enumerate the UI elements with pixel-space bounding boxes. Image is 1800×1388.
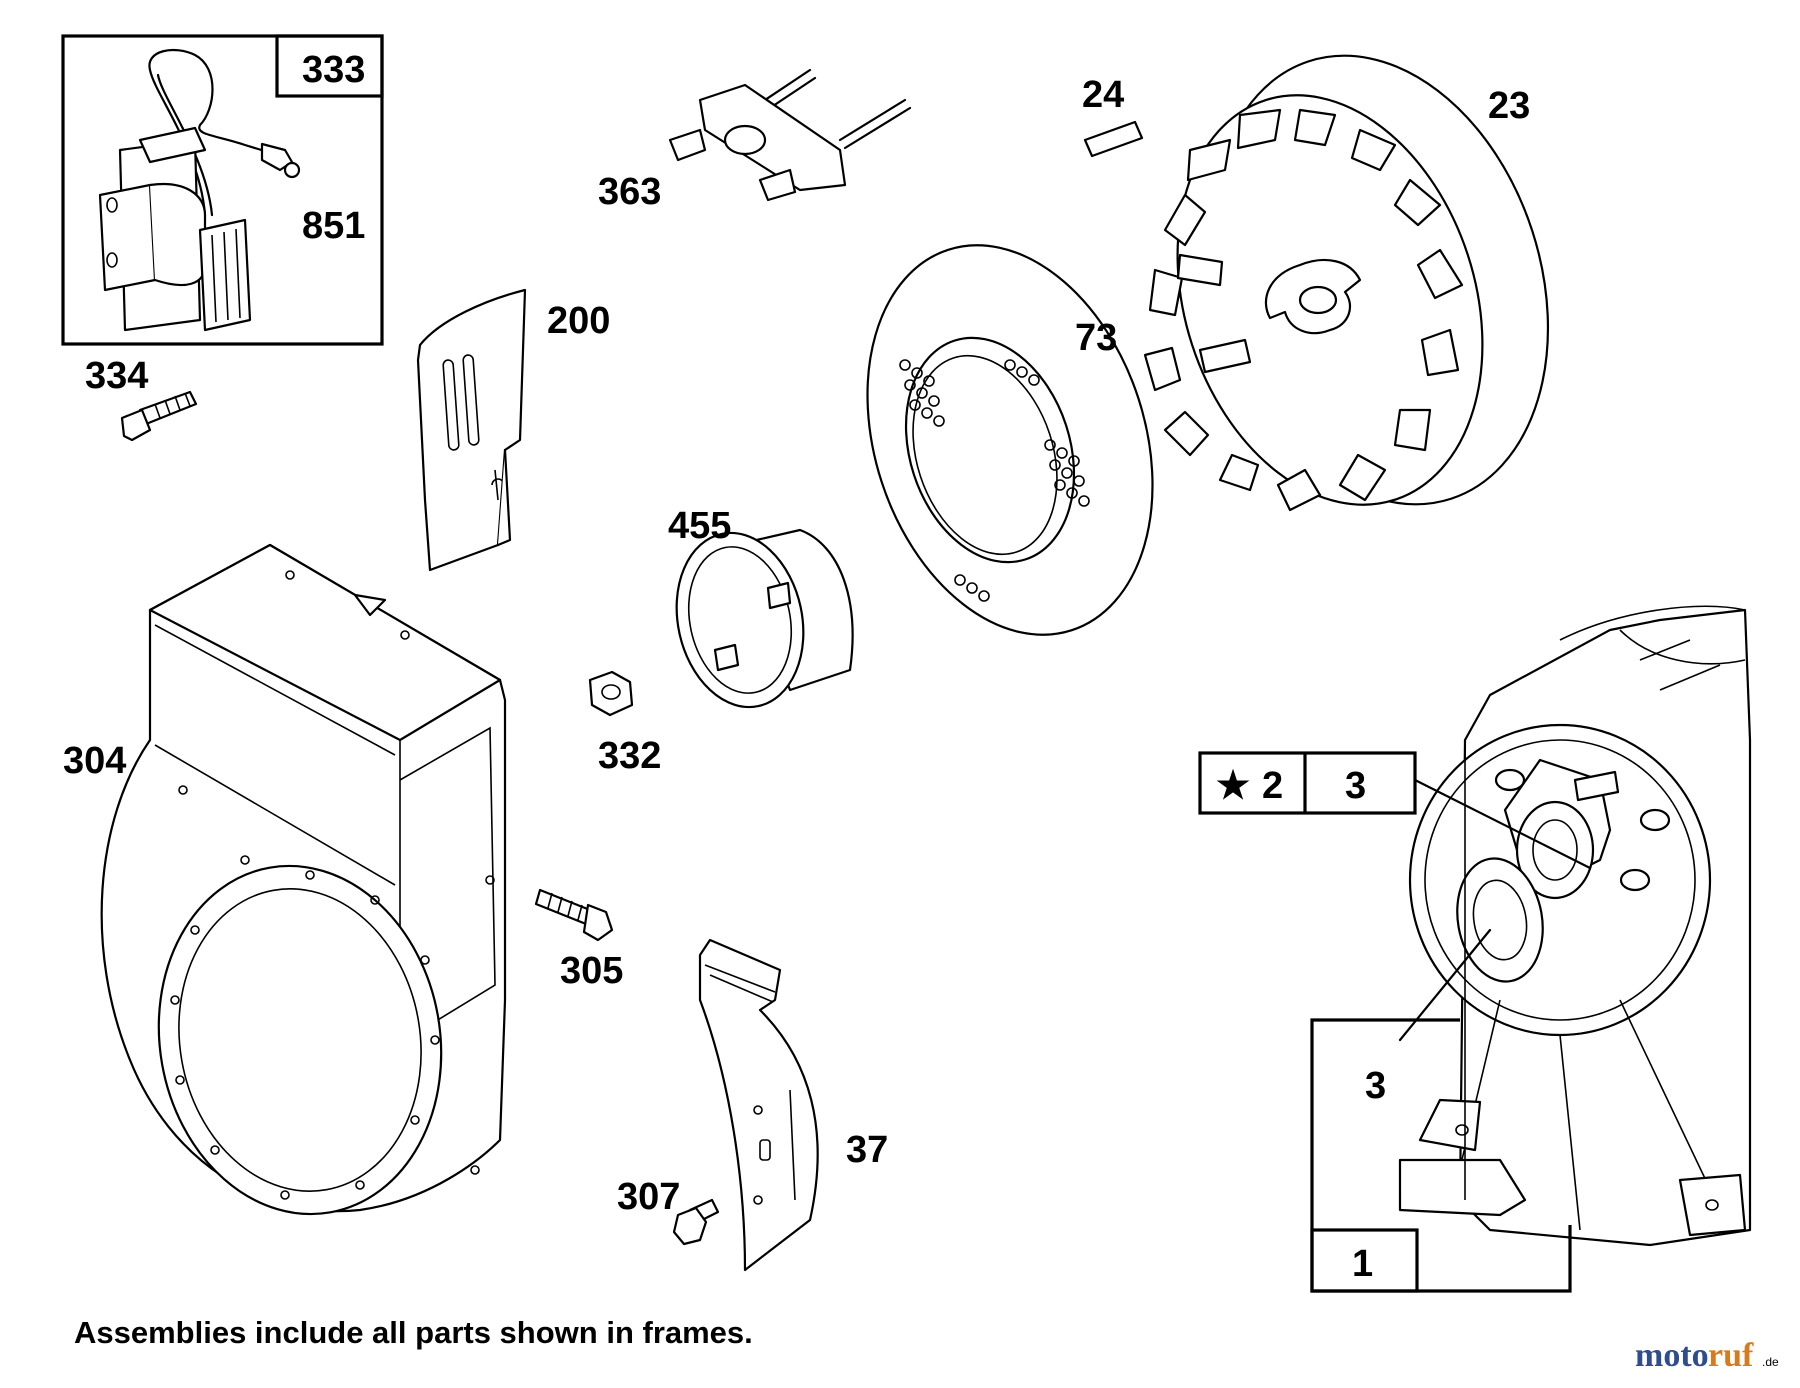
- part-label-305: 305: [560, 950, 623, 992]
- flywheel-23-drawing: [1143, 54, 1550, 512]
- part-label-455: 455: [668, 505, 731, 547]
- leader-line-ref-3: [1398, 928, 1492, 1042]
- cup-455-drawing: [675, 528, 854, 709]
- crankcase-cover-drawing: [1398, 605, 1752, 1247]
- screw-305-drawing: [534, 888, 614, 942]
- part-label-334: 334: [85, 355, 148, 397]
- ref-label-box-3: 3: [1345, 765, 1366, 807]
- watermark-tld: .de: [1762, 1355, 1779, 1369]
- screw-307-drawing: [672, 1198, 720, 1246]
- part-label-307: 307: [617, 1176, 680, 1218]
- part-label-23: 23: [1488, 85, 1530, 127]
- watermark-brand-part-b: ruf: [1708, 1337, 1754, 1374]
- blower-housing-304-drawing: [100, 543, 507, 1216]
- armature-assembly-frame: [61, 34, 384, 346]
- ref-label-3: 3: [1365, 1065, 1386, 1107]
- assemblies-note: Assemblies include all parts shown in fr…: [74, 1315, 753, 1350]
- nut-332-drawing: [588, 670, 634, 717]
- ref-label-1: 1: [1352, 1243, 1373, 1285]
- screen-73-drawing: [866, 244, 1154, 636]
- part-label-37: 37: [846, 1129, 888, 1171]
- reference-box-star-2-3: [1198, 751, 1417, 815]
- watermark-brand-part-a: moto: [1635, 1337, 1709, 1374]
- part-label-24: 24: [1082, 74, 1124, 116]
- assembly-1-frame: [1310, 1018, 1572, 1293]
- bracket-363-drawing: [668, 68, 912, 202]
- screw-334-drawing: [120, 390, 198, 442]
- part-label-333: 333: [302, 49, 365, 91]
- leader-line-ref-box-3: [1413, 778, 1592, 870]
- watermark-logo: moto ruf .de: [1635, 1337, 1779, 1374]
- shield-200-drawing: [416, 288, 527, 572]
- part-label-304: 304: [63, 740, 126, 782]
- part-label-851: 851: [302, 205, 365, 247]
- screen-holes: [899, 359, 1090, 602]
- ref-label-2: 2: [1262, 765, 1283, 807]
- ignition-armature-drawing: [98, 48, 301, 332]
- part-label-332: 332: [598, 735, 661, 777]
- part-label-200: 200: [547, 300, 610, 342]
- key-24-drawing: [1083, 120, 1144, 158]
- part-label-73: 73: [1075, 317, 1117, 359]
- air-guide-37-drawing: [698, 938, 819, 1272]
- part-label-363: 363: [598, 171, 661, 213]
- star-icon: ★: [1216, 765, 1250, 807]
